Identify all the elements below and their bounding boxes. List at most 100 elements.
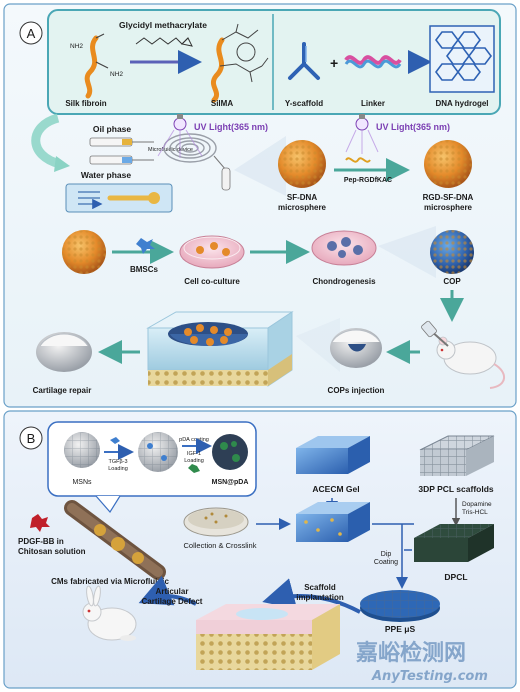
msn-pda-label: MSN@pDA bbox=[212, 479, 249, 486]
gma-structure bbox=[135, 37, 193, 47]
uv-light-label-2: UV Light(365 nm) bbox=[376, 122, 450, 132]
synthesis-to-device-arrow bbox=[31, 113, 62, 169]
linker-label: Linker bbox=[361, 99, 385, 108]
uv-lamp-1-icon bbox=[157, 114, 203, 158]
sf-dna-microsphere bbox=[278, 140, 326, 188]
dip-label-1: Dip bbox=[381, 551, 392, 558]
dopamine-label: Dopamine bbox=[462, 501, 492, 508]
oil-phase-label: Oil phase bbox=[93, 124, 132, 134]
chondrogenesis-dish bbox=[311, 230, 377, 266]
silk-fibroin-label: Silk fibroin bbox=[65, 99, 106, 108]
collection-dish bbox=[183, 507, 249, 537]
msn-pda-sphere bbox=[212, 434, 248, 470]
rgd-sf-dna-microsphere bbox=[424, 140, 472, 188]
magnify-cone-3 bbox=[296, 318, 340, 372]
water-syringe bbox=[89, 155, 154, 165]
nh2-top-label: NH2 bbox=[70, 43, 83, 50]
chondrogenesis-label: Chondrogenesis bbox=[312, 277, 376, 286]
msn-sphere bbox=[64, 432, 100, 468]
cop-sphere bbox=[430, 230, 474, 274]
rgd-label-1: RGD-SF-DNA bbox=[423, 193, 474, 202]
glycidyl-methacrylate-label: Glycidyl methacrylate bbox=[119, 20, 207, 30]
ppe-scaffold-disc bbox=[360, 590, 440, 622]
rgd-label-2: microsphere bbox=[424, 203, 473, 212]
panel-b-badge bbox=[19, 426, 43, 450]
pda-coating-label: pDA coating bbox=[179, 437, 209, 443]
watermark-en: AnyTesting.com bbox=[371, 669, 488, 684]
oil-syringe bbox=[89, 137, 154, 147]
igf1-protein-icon bbox=[188, 464, 200, 473]
peptide-squiggle bbox=[345, 157, 371, 163]
watermark-cn: 嘉峪检测网 bbox=[356, 640, 466, 666]
panel-b-letter: B bbox=[27, 431, 36, 446]
rabbit-icon bbox=[82, 585, 137, 641]
panel-a-letter: A bbox=[27, 26, 36, 41]
defect-arrow bbox=[138, 575, 197, 606]
dna-hydrogel-label: DNA hydrogel bbox=[435, 99, 488, 108]
repaired-cartilage-model bbox=[36, 332, 92, 372]
dna-hydrogel-network bbox=[429, 25, 495, 93]
tissue-block-cross-section bbox=[146, 311, 294, 387]
ppe-us-label: PPE μS bbox=[385, 624, 416, 634]
dpcl-label: DPCL bbox=[444, 572, 467, 582]
cms-microfluidic-label: CMs fabricated via Microfluidic bbox=[51, 577, 169, 586]
microfluidic-chip bbox=[65, 183, 173, 212]
cop-label: COP bbox=[443, 277, 461, 286]
articular-label-2: Cartilage Defect bbox=[142, 597, 203, 606]
tubing-coil bbox=[163, 133, 217, 163]
silma-label: SilMA bbox=[211, 99, 233, 108]
msn-callout-tail bbox=[95, 495, 121, 514]
igf1-label-2: Loading bbox=[184, 458, 204, 464]
dip-label-2: Coating bbox=[374, 559, 398, 566]
silma-molecule bbox=[210, 23, 269, 103]
tgfb3-label-1: TGFβ-3 bbox=[108, 459, 127, 465]
uv-lamp-2-icon bbox=[345, 114, 379, 154]
cartilage-defect-block bbox=[196, 604, 340, 670]
coculture-dish bbox=[179, 235, 245, 269]
uv-light-label-1: UV Light(365 nm) bbox=[194, 122, 268, 132]
rat-icon bbox=[421, 320, 505, 389]
composite-gel-block bbox=[296, 502, 370, 542]
sf-dna-label-2: microsphere bbox=[278, 203, 327, 212]
pdgf-label-1: PDGF-BB in bbox=[18, 537, 64, 546]
collection-label: Collection & Crosslink bbox=[184, 541, 257, 550]
panel-a-badge bbox=[19, 21, 43, 45]
pcl-scaffold bbox=[419, 435, 495, 476]
microsphere-small bbox=[62, 230, 106, 274]
y-scaffold-label: Y-scaffold bbox=[285, 99, 323, 108]
bmscs-label: BMSCs bbox=[130, 265, 159, 274]
bmsc-cell-icon bbox=[136, 238, 155, 254]
magnify-cone-2 bbox=[378, 226, 436, 278]
pcl-scaffolds-label: 3DP PCL scaffolds bbox=[418, 484, 494, 494]
scaffold-label-1: Scaffold bbox=[304, 583, 336, 592]
collection-tube bbox=[221, 167, 231, 191]
tgfb3-protein-icon bbox=[110, 437, 120, 444]
linker-icon bbox=[344, 55, 402, 69]
synthesis-arrowhead bbox=[54, 156, 70, 172]
silk-fibroin-molecule bbox=[84, 33, 109, 99]
acecm-gel-label: ACECM Gel bbox=[312, 484, 359, 494]
acecm-gel-block bbox=[296, 436, 370, 474]
pdgf-label-2: Chitosan solution bbox=[18, 547, 86, 556]
nh2-bottom-label: NH2 bbox=[110, 71, 123, 78]
cartilage-repair-label: Cartilage repair bbox=[33, 386, 92, 395]
pep-rgdfkac-label: Pep-RGDfKAC bbox=[344, 177, 392, 184]
sf-dna-label-1: SF-DNA bbox=[287, 193, 317, 202]
water-phase-label: Water phase bbox=[81, 170, 132, 180]
tgfb3-label-2: Loading bbox=[108, 466, 128, 472]
implantation-arrow bbox=[262, 578, 361, 614]
synthesis-box bbox=[47, 9, 501, 115]
injected-cartilage-model bbox=[330, 328, 382, 368]
magnify-cone-1 bbox=[234, 136, 286, 196]
dpcl-scaffold bbox=[414, 524, 494, 562]
plus-sign: + bbox=[330, 55, 338, 71]
igf1-label-1: IGF-1 bbox=[187, 451, 201, 457]
articular-label-1: Articular bbox=[156, 587, 189, 596]
msns-label: MSNs bbox=[72, 479, 92, 486]
tris-hcl-label: Tris-HCL bbox=[462, 509, 488, 516]
cell-coculture-label: Cell co-culture bbox=[184, 277, 240, 286]
y-scaffold-icon bbox=[288, 42, 320, 80]
scaffold-label-2: implantation bbox=[296, 593, 344, 602]
